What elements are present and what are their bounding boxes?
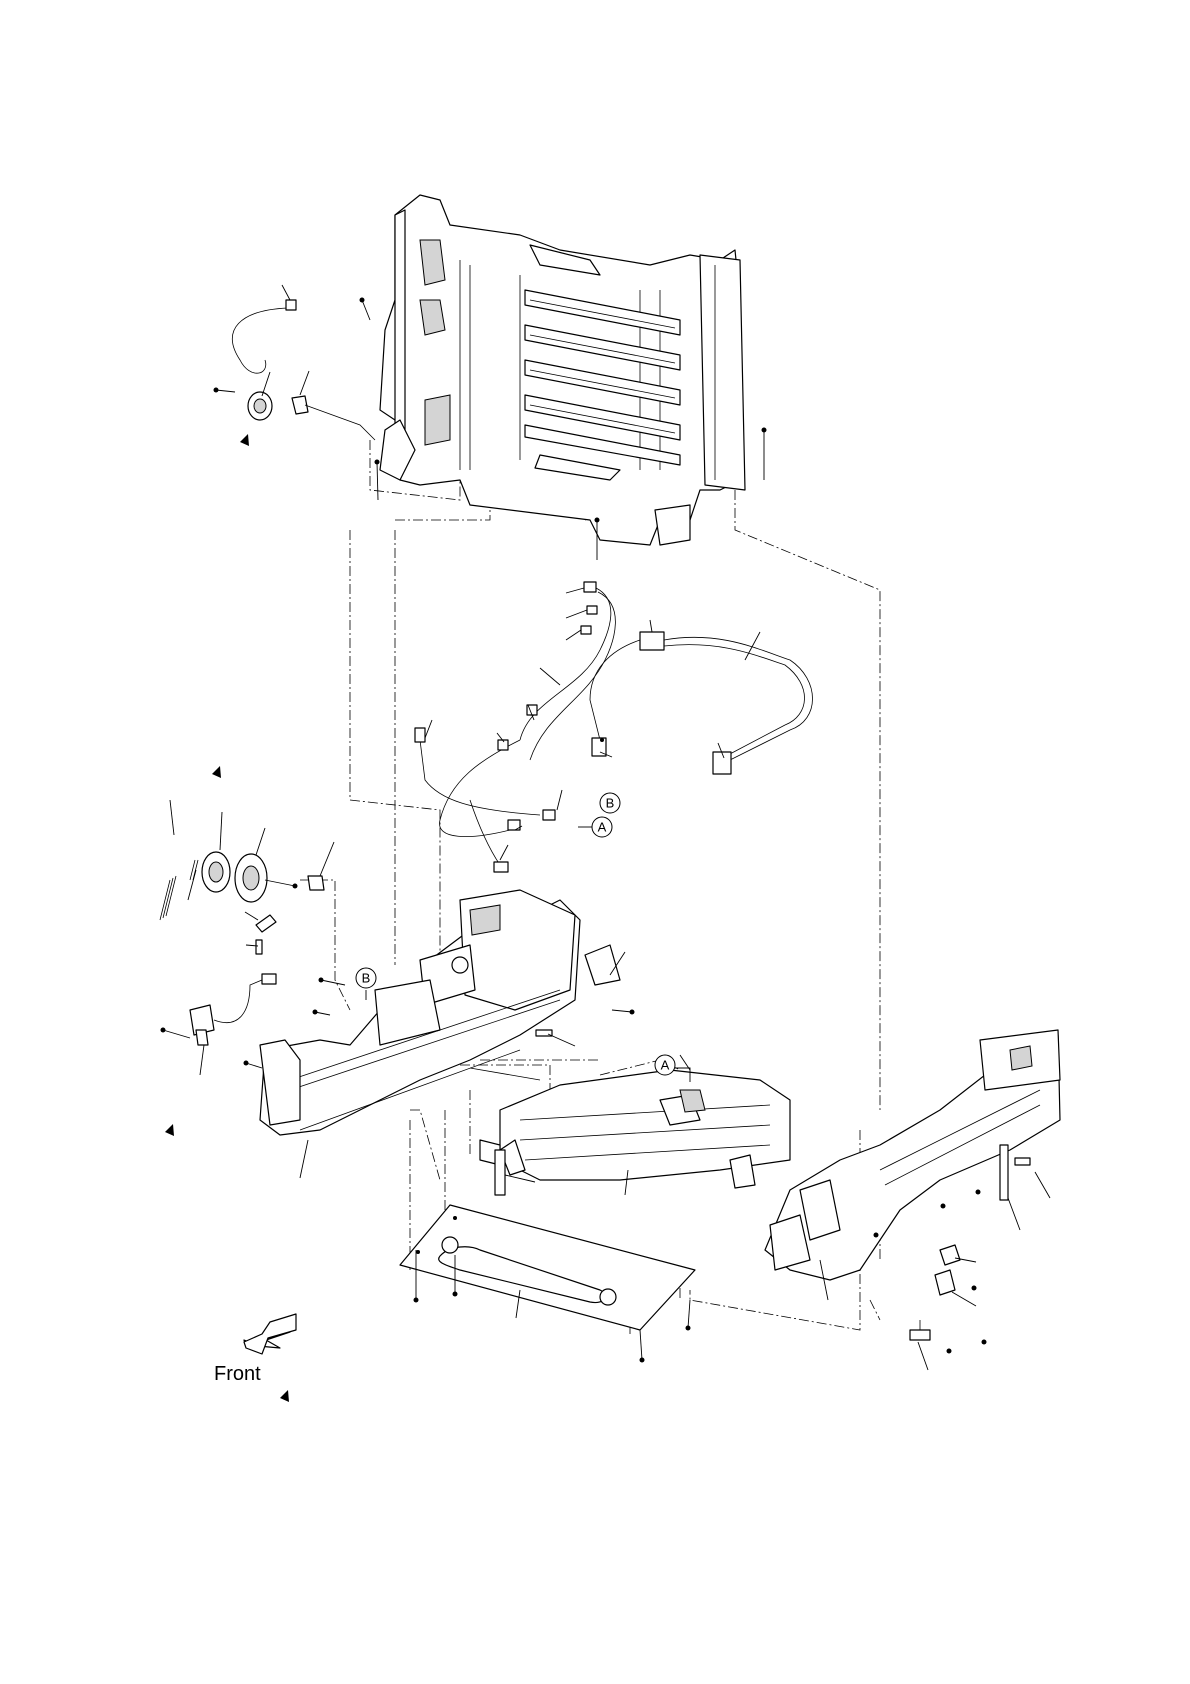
svg-text:A: A	[661, 1058, 670, 1073]
callout-b-harness: B	[600, 793, 620, 813]
arrow-mark-icon	[240, 434, 249, 446]
drive-motor-assembly	[232, 300, 375, 440]
front-orientation-indicator: Front	[214, 1314, 296, 1385]
arrow-mark-icon	[212, 766, 221, 778]
wiring-harness	[415, 582, 813, 872]
paper-handling-unit	[470, 1068, 790, 1188]
main-frame-assembly	[380, 195, 745, 545]
right-side-frame	[765, 1030, 1060, 1280]
gear-drive-assembly	[160, 852, 324, 954]
arrow-mark-icon	[165, 1124, 174, 1136]
arrow-mark-icon	[280, 1390, 289, 1402]
front-arrow-shape	[244, 1314, 296, 1354]
svg-text:B: B	[606, 796, 615, 811]
callout-b-frame: B	[356, 968, 376, 1000]
bottom-plate	[400, 1205, 695, 1330]
callout-a-harness: A	[578, 817, 612, 837]
svg-text:A: A	[598, 820, 607, 835]
svg-text:B: B	[362, 971, 371, 986]
front-label: Front	[214, 1363, 261, 1385]
